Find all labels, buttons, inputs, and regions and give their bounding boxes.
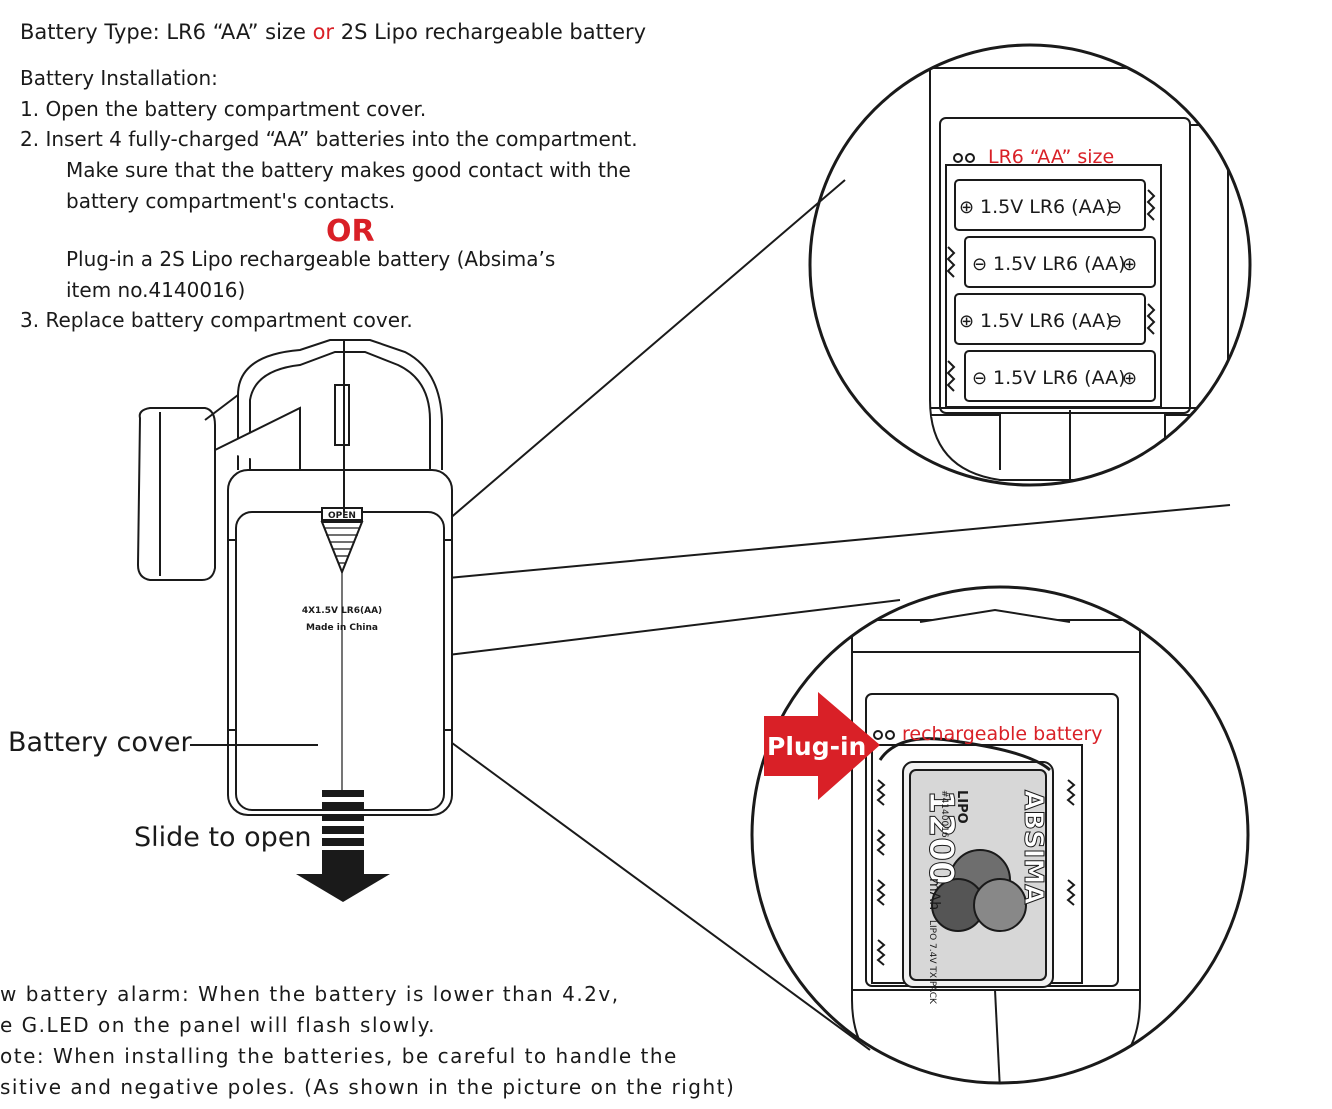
installation-title: Battery Installation: [20,66,218,90]
aa-cell-2-label: 1.5V LR6 (AA) [993,253,1126,275]
lipo-pack-type: LIPO [954,790,969,824]
open-label: OPEN [328,511,356,521]
aa-detail-heading: LR6 “AA” size [988,146,1114,168]
transmitter-back-view [136,339,453,816]
aa-cell-3 [954,293,1146,345]
low-battery-alarm-line-1: w battery alarm: When the battery is low… [0,982,620,1006]
callout-line-bottom-2 [447,739,871,1051]
or-separator: OR [326,214,375,249]
steering-wheel [136,407,216,581]
plug-in-label: Plug-in [767,732,866,761]
callout-lines [447,179,1231,1051]
callout-line-bottom-1 [447,599,901,656]
transmitter-labels: OPEN 4X1.5V LR6(AA) Made in China [302,511,382,633]
aa-detail-circle: 1.5V LR6 (AA) 1.5V LR6 (AA) 1.5V LR6 (AA… [808,43,1252,487]
lipo-pack-item: #4140016 [939,790,949,838]
installation-step-2-detail-1: Make sure that the battery makes good co… [66,158,631,182]
lipo-pack-capacity: 1200 [921,790,961,885]
battery-type-or: or [312,20,335,44]
plus-icon: ⊕ [1122,254,1137,275]
plus-icon: ⊕ [959,197,974,218]
open-marker [321,507,363,521]
aa-cell-2 [964,236,1156,288]
minus-icon: ⊖ [1107,197,1122,218]
plug-in-line-1: Plug-in a 2S Lipo rechargeable battery (… [66,247,556,271]
plug-in-arrow-icon [764,692,880,800]
aa-cell-1-label: 1.5V LR6 (AA) [980,196,1113,218]
minus-icon: ⊖ [1107,311,1122,332]
callout-line-top-1 [447,179,846,521]
battery-type-prefix: Battery Type: LR6 “AA” size [20,20,313,44]
aa-cell-3-label: 1.5V LR6 (AA) [980,310,1113,332]
lipo-detail-circle: 1200 mAh LIPO #4140016 LIPO 7.4V TX PACK… [750,585,1250,1085]
polarity-note-line-2: sitive and negative poles. (As shown in … [0,1075,736,1099]
battery-type-suffix: 2S Lipo rechargeable battery [334,20,647,44]
battery-cover-label: Battery cover [8,727,192,758]
callout-line-top-2 [447,504,1231,579]
low-battery-alarm-line-2: e G.LED on the panel will flash slowly. [0,1013,437,1037]
plug-in-line-2: item no.4140016) [66,278,246,302]
lipo-pack-unit: mAh [926,878,942,910]
antenna-stub [334,384,350,446]
lipo-pack-spec: LIPO 7.4V TX PACK [927,920,937,1005]
battery-type-line: Battery Type: LR6 “AA” size or 2S Lipo r… [20,20,646,44]
installation-step-3: 3. Replace battery compartment cover. [20,308,413,332]
slide-to-open-label: Slide to open [134,822,312,853]
polarity-note-line-1: ote: When installing the batteries, be c… [0,1044,678,1068]
installation-step-2: 2. Insert 4 fully-charged “AA” batteries… [20,127,638,151]
minus-icon: ⊖ [972,254,987,275]
spec-label-2: Made in China [306,623,378,633]
installation-step-1: 1. Open the battery compartment cover. [20,97,427,121]
plus-icon: ⊕ [1122,368,1137,389]
aa-cell-4-label: 1.5V LR6 (AA) [993,367,1126,389]
lipo-pack-brand: ABSIMA [1018,790,1048,904]
spec-label-1: 4X1.5V LR6(AA) [302,606,382,616]
slide-arrow-icon [296,790,390,902]
aa-cell-4 [964,350,1156,402]
minus-icon: ⊖ [972,368,987,389]
installation-step-2-detail-2: battery compartment's contacts. [66,189,396,213]
aa-cell-1 [954,179,1146,231]
plus-icon: ⊕ [959,311,974,332]
lipo-detail-heading: rechargeable battery [902,723,1103,745]
